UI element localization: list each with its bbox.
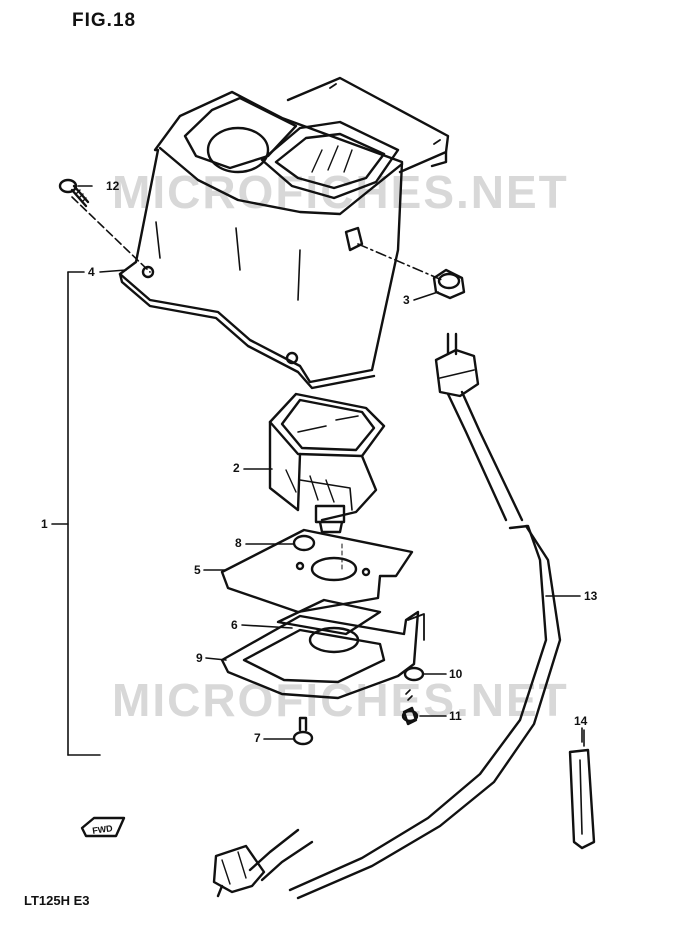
callout-8: 8 [235, 536, 242, 550]
callout-9: 9 [196, 651, 203, 665]
callout-14: 14 [574, 714, 588, 728]
meter-cover [118, 76, 450, 390]
callout-11: 11 [449, 709, 462, 723]
callout-12: 12 [106, 179, 120, 193]
watermark-top: MICROFICHES.NET [112, 166, 569, 218]
callout-2: 2 [233, 461, 240, 475]
callout-leaders [51, 185, 583, 756]
washer-8 [292, 534, 316, 552]
screw-7 [292, 716, 314, 746]
callout-13: 13 [584, 589, 598, 603]
callout-6: 6 [231, 618, 238, 632]
speedometer-cable [212, 332, 562, 900]
callout-5: 5 [194, 563, 201, 577]
gasket [220, 528, 414, 614]
bracket [220, 610, 425, 700]
callout-3: 3 [403, 293, 410, 307]
fwd-label: FWD [92, 823, 114, 836]
fwd-arrow-icon: FWD [80, 816, 126, 838]
clamp [568, 729, 596, 850]
model-code: LT125H E3 [24, 893, 90, 908]
speedometer [268, 392, 386, 534]
watermark-bottom: MICROFICHES.NET [112, 674, 569, 726]
figure-title: FIG.18 [72, 10, 137, 31]
grommet-nut [344, 226, 466, 300]
washer-10 [403, 666, 425, 682]
callout-1: 1 [41, 517, 48, 531]
callout-10: 10 [449, 667, 463, 681]
callout-4: 4 [88, 265, 95, 279]
callout-7: 7 [254, 731, 261, 745]
screw-12 [58, 178, 90, 208]
screw-11 [401, 689, 419, 726]
